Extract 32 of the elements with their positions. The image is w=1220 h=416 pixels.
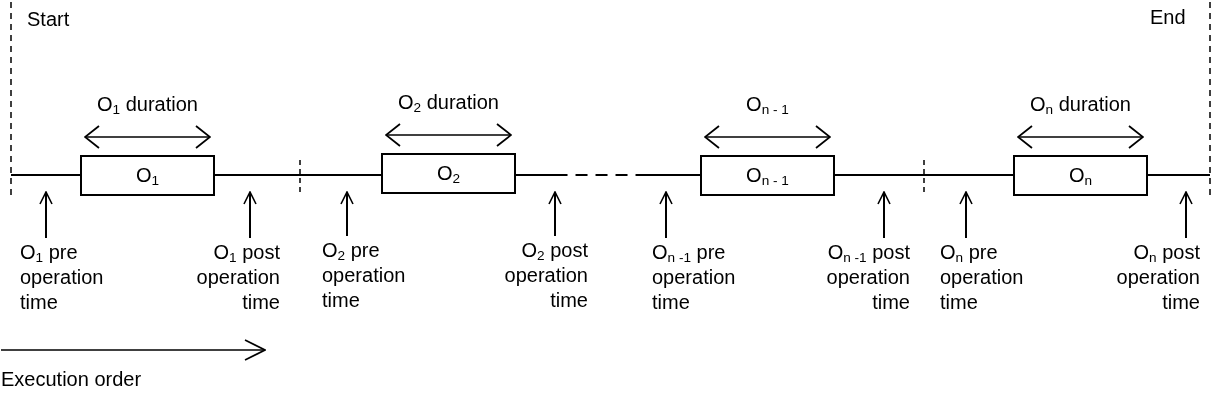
leader-arrow xyxy=(659,191,673,239)
leader-arrow xyxy=(959,191,973,239)
leader-arrow xyxy=(877,191,891,239)
duration-label: O$_{2}$ duration xyxy=(397,91,500,114)
timeline-segment xyxy=(1147,174,1211,176)
operation-time-label: O$_{n -1}$ post operation time xyxy=(784,240,910,315)
operation-box: O$_{2}$ xyxy=(381,153,516,194)
operation-time-label: O$_{2}$ post operation time xyxy=(468,238,588,313)
duration-label: O$_{n - 1}$ xyxy=(745,93,790,116)
leader-arrow xyxy=(243,191,257,239)
operation-box: O$_{n}$ xyxy=(1013,155,1148,196)
operation-time-label: O$_{n -1}$ pre operation time xyxy=(652,240,777,315)
operation-time-label: O$_{2}$ pre operation time xyxy=(322,238,442,313)
operation-time-label: O$_{n}$ pre operation time xyxy=(940,240,1060,315)
operation-time-label: O$_{1}$ pre operation time xyxy=(20,240,140,315)
timeline-segment xyxy=(214,174,382,176)
duration-label: O$_{n}$ duration xyxy=(1029,93,1132,116)
operation-box: O$_{n - 1}$ xyxy=(700,155,835,196)
timeline-segment xyxy=(10,174,81,176)
leader-arrow xyxy=(548,191,562,237)
boundary-label: Start xyxy=(27,8,70,31)
timeline-segment xyxy=(515,174,701,176)
operation-time-label: O$_{1}$ post operation time xyxy=(160,240,280,315)
leader-arrow xyxy=(1179,191,1193,239)
operation-box: O$_{1}$ xyxy=(80,155,215,196)
boundary-label: Execution order xyxy=(1,368,142,391)
leader-arrow xyxy=(39,191,53,239)
timeline-segment xyxy=(834,174,1014,176)
boundary-label: End xyxy=(1150,6,1186,29)
operation-time-label: O$_{n}$ post operation time xyxy=(1080,240,1200,315)
leader-arrow xyxy=(340,191,354,237)
duration-label: O$_{1}$ duration xyxy=(96,93,199,116)
